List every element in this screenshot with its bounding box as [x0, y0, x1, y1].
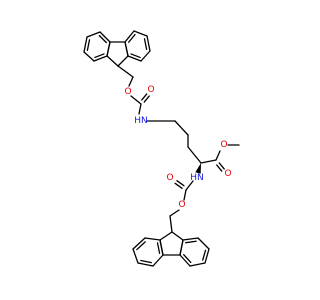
bond-top-ch2 — [117, 65, 134, 78]
fluorene-top-right-ring — [146, 35, 151, 52]
fluorene-bottom-bond — [159, 231, 173, 241]
bond-chain-4 — [187, 146, 202, 164]
fluorene-top-bond — [117, 55, 129, 67]
fluorene-top-left-ring — [94, 53, 105, 59]
fluorene-top-bond — [106, 55, 119, 67]
fluorene-bottom-left-ring — [152, 254, 164, 267]
atom-label-o-ester-carbonyl: O — [224, 169, 231, 179]
fluorene-bottom-left-ring — [136, 241, 146, 251]
fluorene-bottom-right-ring — [184, 240, 197, 244]
atom-label-o-ether-top: O — [124, 87, 131, 97]
fluorene-top-left-ring — [98, 34, 108, 44]
fluorene-bottom-left-ring — [137, 262, 154, 267]
fluorene-top-left-ring — [93, 55, 108, 62]
fluorene-bottom-left-ring — [144, 237, 161, 241]
fluorene-bottom-right-ring — [197, 237, 210, 250]
bond-chain-2 — [174, 120, 189, 136]
fluorene-bottom-right-ring — [202, 249, 207, 261]
fluorene-top-right-ring — [124, 41, 129, 57]
atom-label-layer: O O HN O O HN O O — [124, 85, 231, 210]
bond-ch2-o — [128, 76, 134, 87]
bond-calpha-ester — [200, 159, 217, 164]
fluorene-top-right-ring — [143, 38, 148, 50]
bond-ch2-fluorene — [169, 215, 173, 233]
bond-carbonyl-top — [143, 95, 150, 103]
fluorene-bottom-right-ring — [179, 239, 184, 256]
fluorene-bottom-left-ring — [140, 259, 152, 264]
fluorene-bottom-left-ring — [159, 239, 164, 256]
fluorene-top-left-ring — [106, 41, 111, 57]
fluorene-bottom-left-ring — [156, 242, 161, 254]
fluorene-bottom-right-ring — [204, 248, 210, 264]
fluorene-bottom-right-ring — [179, 254, 191, 267]
fluorene-bottom-bond — [171, 231, 184, 241]
bond-o-carbamate — [130, 95, 142, 105]
bond-layer — [83, 30, 240, 267]
bond-ester-o — [215, 150, 221, 161]
fluorene-top-left-ring — [86, 39, 91, 51]
atom-label-o-carbonyl-top: O — [147, 85, 154, 95]
structure-canvas: O O HN O O HN O O — [83, 30, 240, 267]
fluorene-top-right-ring — [124, 30, 135, 43]
atom-label-o-ether-bottom: O — [178, 200, 185, 210]
fluorene-bottom-right-ring — [182, 237, 199, 241]
molecule-diagram: O O HN O O HN O O — [83, 30, 240, 267]
bond-carbonyl-bottom — [176, 180, 185, 187]
fluorene-bottom-left-ring — [132, 248, 139, 264]
fluorene-top-left-ring — [86, 31, 101, 38]
fluorene-top-left-ring — [99, 31, 111, 43]
atom-label-o-ester-single: O — [220, 140, 227, 150]
fluorene-bottom-left-ring — [132, 237, 146, 250]
fluorene-top-right-ring — [127, 55, 142, 62]
bond-carbonyl-bottom — [174, 182, 183, 189]
bond-carbamate-n — [138, 103, 142, 115]
fluorene-top-left-ring — [83, 36, 88, 53]
atom-label-nh-top: HN — [134, 116, 148, 126]
bond-carbonyl-top — [141, 93, 148, 101]
fluorene-top-left-ring — [83, 51, 95, 62]
fluorene-top-right-ring — [133, 30, 148, 37]
atom-label-nh-bottom: HN — [190, 173, 204, 183]
bond-ester-carbonyl — [218, 162, 225, 170]
fluorene-top-right-ring — [140, 50, 151, 62]
bond-carbamate-o — [183, 189, 187, 201]
atom-label-o-carbonyl-bottom: O — [166, 173, 173, 183]
fluorene-top-right-ring — [130, 53, 141, 59]
fluorene-bottom-right-ring — [183, 253, 192, 263]
fluorene-bottom-right-ring — [189, 262, 206, 267]
bond-ester-carbonyl — [216, 164, 223, 172]
bond-o-ch2 — [169, 209, 180, 217]
wedge-calpha-n — [195, 163, 201, 174]
fluorene-top-right-ring — [128, 33, 136, 43]
bond-n-carbamate — [185, 180, 194, 191]
